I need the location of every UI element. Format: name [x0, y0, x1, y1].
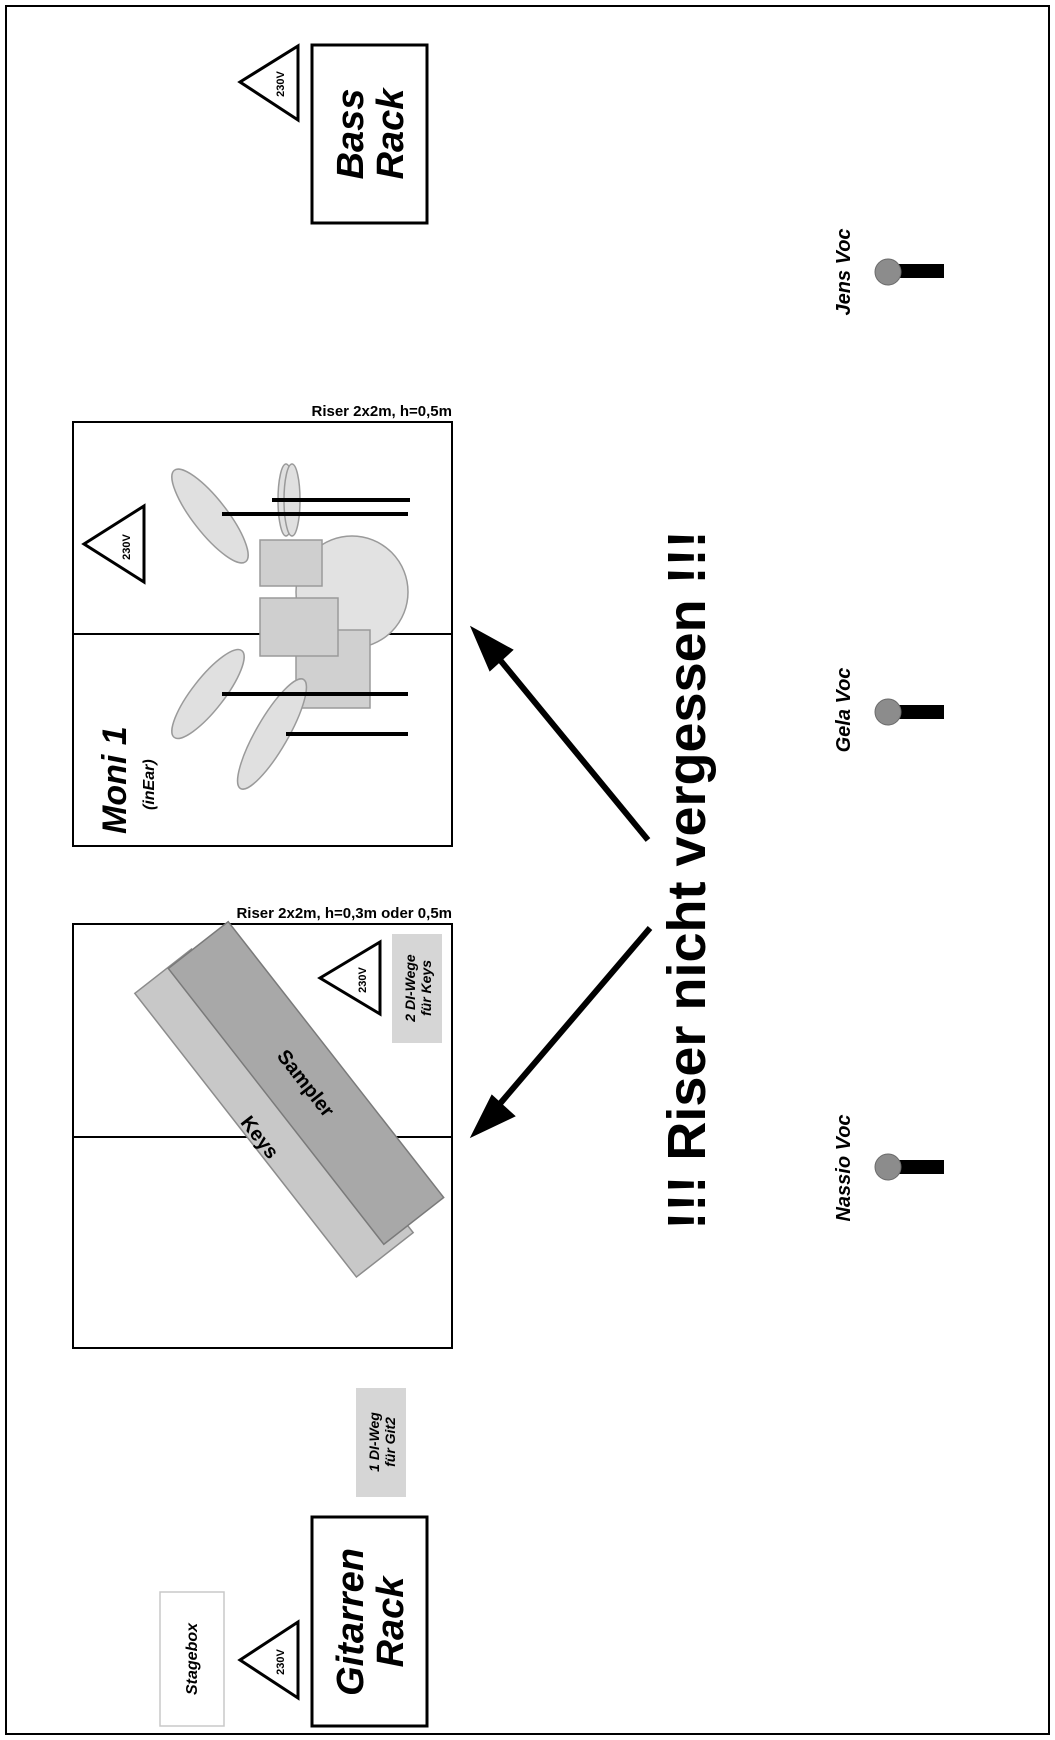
monitor-subtitle: (inEar)	[141, 759, 158, 810]
vocal-jens: Jens Voc	[833, 228, 944, 316]
svg-text:für Keys: für Keys	[418, 960, 434, 1016]
microphone-icon	[874, 258, 944, 286]
drum-riser: Riser 2x2m, h=0,5m 230V Moni 1 (inEar)	[72, 403, 453, 847]
di-git-label: 1 DI-Weg für Git2	[356, 1388, 406, 1497]
monitor-title: Moni 1	[96, 726, 134, 834]
svg-text:für Git2: für Git2	[382, 1417, 398, 1467]
vocal-jens-label: Jens Voc	[833, 228, 855, 315]
keys-riser-caption: Riser 2x2m, h=0,3m oder 0,5m	[236, 905, 452, 922]
bass-rack-label-line1: Bass	[330, 89, 372, 180]
warning-text: !!! Riser nicht vergessen !!!	[657, 530, 717, 1229]
vocal-nassio: Nassio Voc	[833, 1114, 944, 1222]
vocal-gela-label: Gela Voc	[833, 668, 855, 753]
stagebox: Stagebox	[159, 1591, 225, 1727]
svg-text:230V: 230V	[275, 1648, 287, 1674]
svg-text:230V: 230V	[275, 70, 287, 96]
vocal-nassio-label: Nassio Voc	[833, 1114, 855, 1221]
svg-text:1 DI-Weg: 1 DI-Weg	[366, 1412, 382, 1472]
sampler-instrument: Sampler	[167, 920, 445, 1246]
di-keys-label: 2 DI-Wege für Keys	[392, 934, 442, 1043]
vocal-gela: Gela Voc	[833, 668, 944, 753]
drum-stands	[222, 498, 410, 736]
svg-text:230V: 230V	[357, 966, 369, 992]
bass-rack: Bass Rack	[310, 43, 429, 225]
keys-riser: Riser 2x2m, h=0,3m oder 0,5m Keys Sample…	[72, 905, 453, 1349]
power-outlet-icon: 230V	[237, 43, 300, 123]
microphone-icon	[874, 1153, 944, 1181]
warning-arrows	[469, 625, 653, 1139]
guitar-rack: Gitarren Rack	[310, 1515, 429, 1728]
microphone-icon	[874, 698, 944, 726]
drum-riser-caption: Riser 2x2m, h=0,5m	[311, 403, 452, 420]
svg-text:2 DI-Wege: 2 DI-Wege	[402, 954, 418, 1023]
stagebox-label: Stagebox	[184, 1622, 201, 1695]
bass-rack-label-line2: Rack	[370, 87, 412, 180]
stage-border	[5, 5, 1050, 1735]
power-outlet-icon: 230V	[237, 1619, 300, 1701]
guitar-rack-label-line2: Rack	[370, 1575, 412, 1668]
svg-text:230V: 230V	[121, 533, 133, 559]
power-outlet-icon: 230V	[81, 503, 146, 585]
power-outlet-icon: 230V	[317, 939, 382, 1017]
guitar-rack-label-line1: Gitarren	[330, 1548, 372, 1696]
